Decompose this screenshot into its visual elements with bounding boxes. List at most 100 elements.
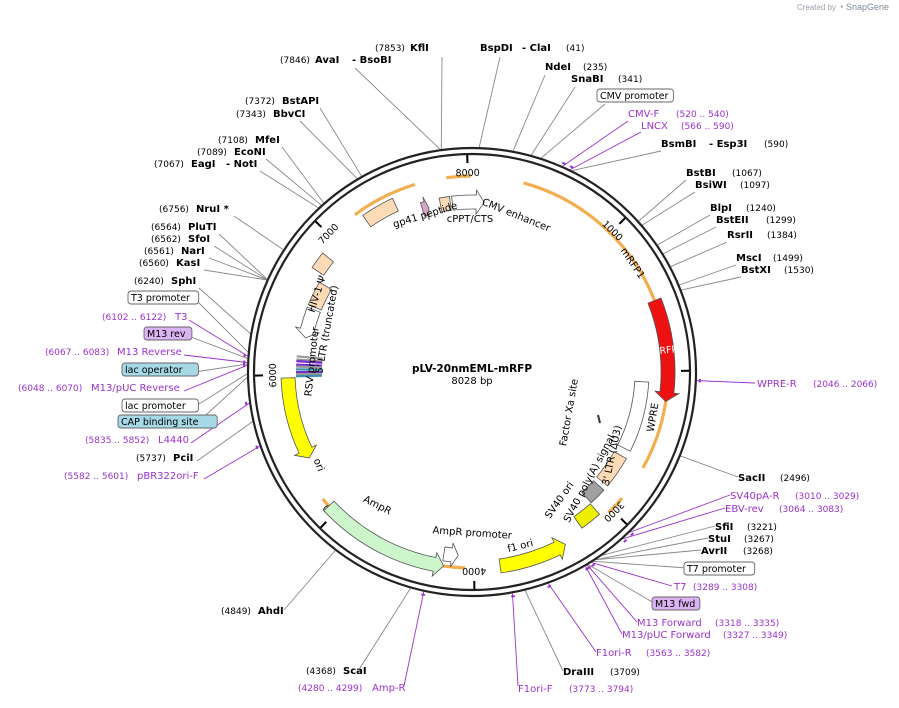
leader-line [512,74,546,151]
leader-line [208,257,267,281]
leader-line [319,107,362,177]
map-label: - BsoBI [352,55,391,66]
primer-mark [630,532,635,537]
map-label: NruI * [196,204,230,215]
leader-line [259,170,319,209]
tick-mark [618,217,626,225]
tick-mark [319,521,327,529]
map-label: (235) [583,63,607,73]
leader-line [281,146,324,204]
label-box [117,414,218,429]
leader-line [572,150,662,172]
feature-label: Factor Xa site [558,378,581,447]
map-label: - Esp3I [709,139,747,150]
map-label: - NotI [226,159,257,170]
map-label: BstBI [686,168,716,179]
leader-line [696,380,756,384]
leader-line [218,233,268,280]
feature-shape [573,503,601,529]
map-label: (7846) [280,56,310,66]
map-label: (566 .. 590) [681,122,734,132]
leader-line [530,86,576,156]
feature-label: cPPT/CTS [447,214,493,225]
map-label: (6560) [139,259,169,269]
map-label: (3268) [743,547,773,557]
label-box [121,362,199,377]
primer-mark [591,563,596,567]
leader-line [354,67,441,150]
feature-shape [280,377,318,459]
map-label: T3 [174,312,187,323]
factor-xa-site-mark [597,414,601,424]
leader-line [629,494,731,533]
leader-line [203,445,260,480]
map-label: (1499) [773,254,803,264]
primer-mark [547,584,552,589]
primer-mark [421,593,426,597]
created-by-text: Created by [796,3,837,12]
leader-line [541,103,606,159]
map-label: (5737) [136,454,166,464]
tick-label: 8000 [455,168,479,180]
map-label: (7067) [154,160,184,170]
map-label: AhdI [258,606,284,617]
map-label: (4280 .. 4299) [298,684,362,694]
map-label: SnaBI [571,74,603,85]
map-label: - ClaI [522,43,551,54]
map-label: (4368) [306,667,336,677]
map-label: SacII [738,473,765,484]
map-label: (6067 .. 6083) [45,348,109,358]
map-label: (7108) [218,136,248,146]
map-label: AvaI [315,55,339,66]
map-label: CMV promoter [600,91,669,102]
map-label: Amp-R [372,683,406,694]
primer-mark [255,445,259,450]
leader-line [602,525,716,556]
plasmid-name: pLV-20nmEML-mRFP [412,363,532,375]
map-label: BlpI [710,203,732,214]
leader-line [190,402,250,444]
map-label: (41) [566,44,584,54]
leader-line [283,550,336,611]
feature-shape [294,306,321,339]
map-label: KflI [410,43,429,54]
site-marks [295,355,323,378]
map-label: (3563 .. 3582) [646,649,710,659]
map-label: (6756) [159,205,189,215]
leader-line [642,191,696,226]
map-label: BstAPI [282,96,319,107]
leader-line [680,455,739,478]
tick-label: 6000 [268,363,279,387]
feature-shape [311,252,335,276]
map-label: M13 fwd [655,599,695,610]
site-mark [296,358,323,363]
leader-line [478,56,501,148]
map-label: (3289 .. 3308) [693,583,757,593]
map-label: SfoI [188,234,210,245]
site-mark [296,374,323,378]
leader-line [585,566,623,635]
leader-line [198,287,251,334]
map-label: EBV-rev [725,504,764,515]
map-label: M13 Reverse [117,347,182,358]
map-label: M13/pUC Reverse [91,383,180,394]
map-label: (7372) [245,97,275,107]
label-box [596,88,674,103]
leader-line [638,179,687,222]
leader-lines [183,56,756,687]
feature-shape [451,188,485,216]
leader-line [588,564,655,604]
feature-label: AmpR [361,494,393,517]
map-label: AvrII [701,546,727,557]
leader-line [183,364,248,392]
map-label: PluTI [188,222,216,233]
leader-line [196,300,249,353]
leader-line [299,120,358,179]
map-label: SfiI [715,522,733,533]
leader-line [203,269,267,281]
map-label: F1ori-R [596,648,632,659]
leader-line [547,583,597,653]
map-label: (3267) [744,535,774,545]
